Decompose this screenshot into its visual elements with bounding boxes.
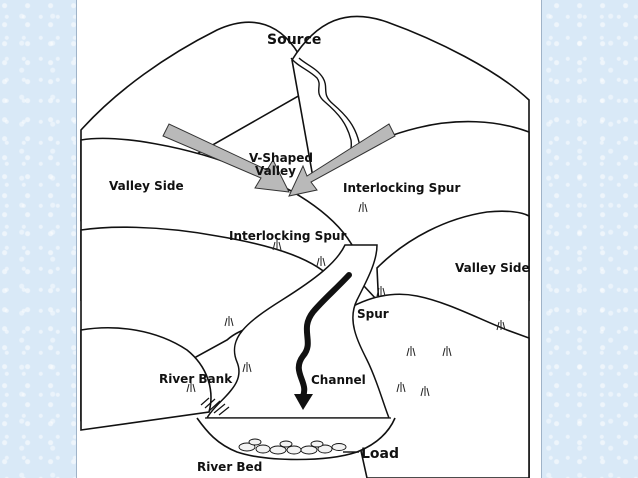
v-valley-pointer-right [288,123,396,197]
channel-flow-arrow [295,272,352,399]
label-channel: Channel [311,373,366,387]
label-source: Source [267,32,321,48]
grass-tufts [186,202,506,397]
label-v-shaped: V-Shaped [249,151,313,165]
label-interlocking-spur-right: Interlocking Spur [343,181,460,195]
river-bank-hatching [200,397,230,416]
v-valley-pointer-left [162,123,290,193]
diagram-panel: Source V-Shaped Valley Valley Side Inter… [76,0,542,478]
label-river-bank: River Bank [159,372,233,386]
river-valley-diagram: Source V-Shaped Valley Valley Side Inter… [80,15,530,478]
label-valley-side-left: Valley Side [109,179,184,193]
label-valley: Valley [255,164,296,178]
label-spur: Spur [357,307,389,321]
channel-flow-arrowhead [294,394,313,410]
label-load: Load [361,446,399,462]
label-river-bed: River Bed [197,460,262,474]
label-valley-side-right: Valley Side [455,261,530,275]
label-interlocking-spur-left: Interlocking Spur [229,229,346,243]
load-stones [238,438,347,455]
